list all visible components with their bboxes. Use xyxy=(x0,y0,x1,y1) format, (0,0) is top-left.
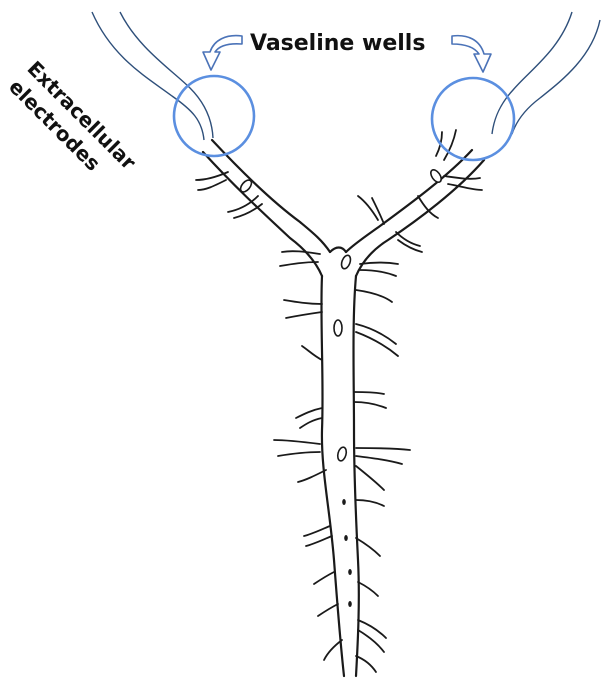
right-electrode-inner xyxy=(492,12,572,134)
left-electrodes xyxy=(92,12,213,140)
branch xyxy=(356,500,384,506)
branch xyxy=(356,448,410,450)
left-electrode-inner xyxy=(120,12,213,138)
nucleus xyxy=(340,254,352,270)
nerve-left-arm-upper xyxy=(212,140,330,252)
branch xyxy=(280,262,318,266)
branch xyxy=(324,640,342,660)
branch xyxy=(286,312,322,318)
branch xyxy=(356,656,376,672)
nerve-crotch xyxy=(330,248,346,253)
curved-arrow-down-right-icon xyxy=(452,36,491,72)
branch xyxy=(198,180,226,190)
branch xyxy=(358,620,386,638)
nerve-fiber xyxy=(203,140,484,676)
branch xyxy=(356,290,392,302)
branch xyxy=(302,346,322,360)
nerve-nuclei xyxy=(238,168,443,462)
curved-arrow-down-left-icon xyxy=(203,36,242,70)
branch xyxy=(360,263,398,265)
nucleus xyxy=(238,178,253,194)
branch xyxy=(284,300,322,304)
branch xyxy=(358,582,378,596)
branch xyxy=(274,440,320,444)
branch xyxy=(356,538,380,556)
nerve-left-arm-lower xyxy=(203,152,322,276)
branch xyxy=(282,251,320,254)
nucleus xyxy=(334,320,342,336)
nucleus xyxy=(336,446,347,462)
branch xyxy=(296,408,322,418)
branch xyxy=(444,176,480,179)
nerve-trunk-left xyxy=(321,276,344,676)
nucleus-dot xyxy=(348,601,352,607)
branch xyxy=(356,332,398,356)
nerve-dots xyxy=(342,499,352,607)
left-electrode-outer xyxy=(92,12,204,140)
branch xyxy=(396,232,420,246)
branch xyxy=(278,452,320,456)
branch xyxy=(298,470,326,482)
branch xyxy=(356,466,384,490)
branch xyxy=(448,184,482,190)
vaseline-wells-label: Vaseline wells xyxy=(250,31,425,56)
branch xyxy=(354,402,386,408)
branch xyxy=(306,536,332,546)
nucleus-dot xyxy=(348,569,352,575)
extracellular-electrodes-label: Extracellular electrodes xyxy=(4,56,141,193)
branch xyxy=(234,204,262,218)
nerve-trunk-right xyxy=(354,276,359,676)
branch xyxy=(356,456,402,464)
branch xyxy=(196,172,228,180)
vaseline-well-right xyxy=(432,78,514,160)
branch xyxy=(318,604,338,616)
branch xyxy=(314,572,334,584)
branch xyxy=(304,526,330,536)
branch xyxy=(300,418,322,428)
nerve-right-arm-lower xyxy=(356,160,484,276)
nerve-branches xyxy=(196,130,482,672)
branch xyxy=(360,270,396,276)
right-electrodes xyxy=(492,12,600,134)
branch xyxy=(354,392,384,394)
nucleus-dot xyxy=(344,535,348,541)
branch xyxy=(358,196,378,220)
vaseline-well-left xyxy=(174,76,254,156)
nucleus xyxy=(429,168,444,184)
nucleus-dot xyxy=(342,499,346,505)
